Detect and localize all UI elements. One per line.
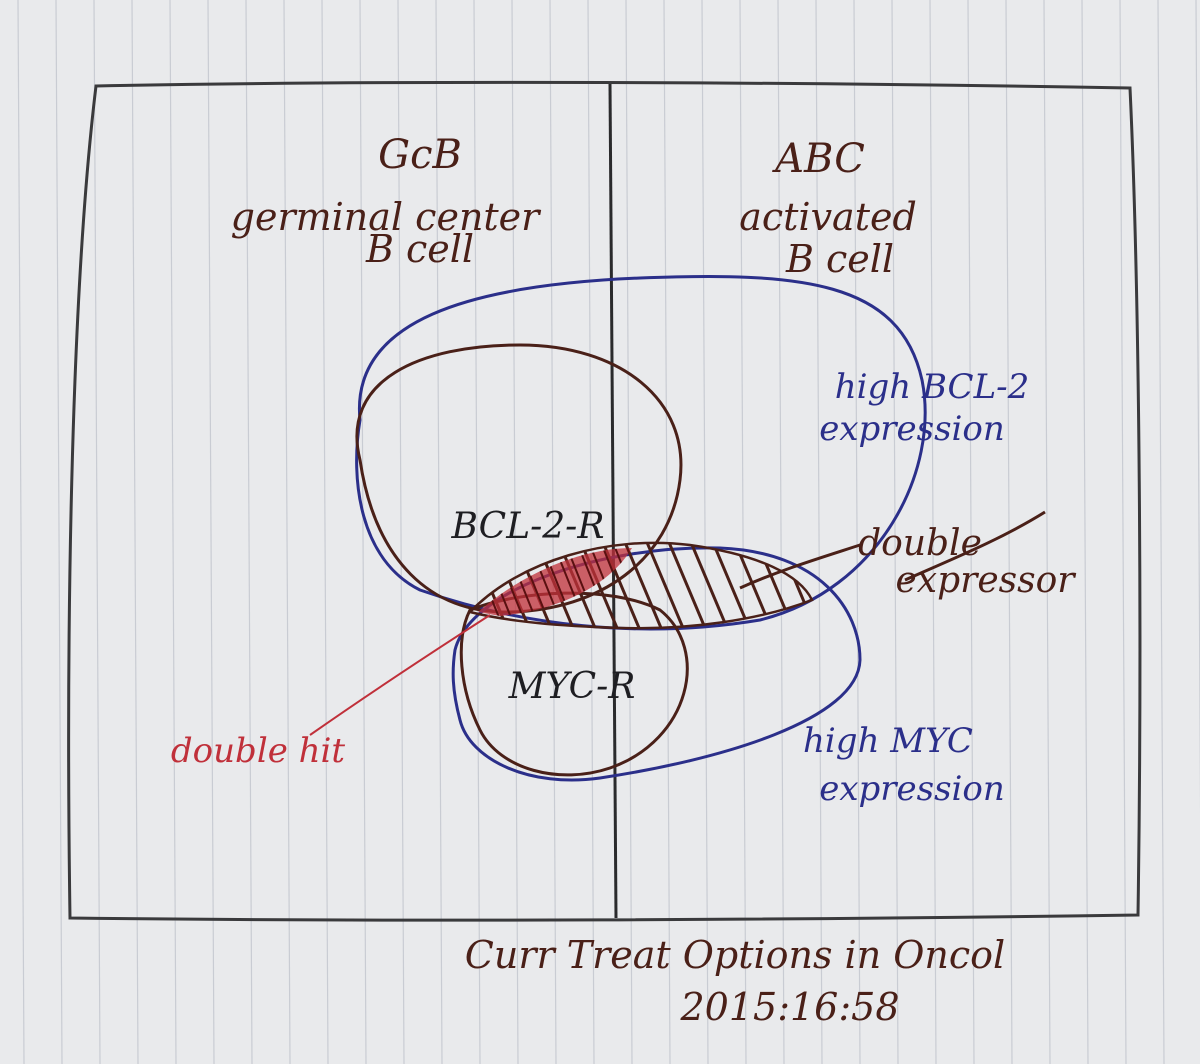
high-myc-label-line1: high MYC <box>803 721 973 761</box>
gcb-title: GcB <box>378 132 462 178</box>
ruled-line <box>1081 0 1089 1064</box>
ruled-line <box>549 0 557 1064</box>
ruled-line <box>131 0 139 1064</box>
pencil-frame <box>67 80 1142 922</box>
citation-year-volume: 2015:16:58 <box>679 985 899 1029</box>
high-bcl2-label-line2: expression <box>819 409 1005 449</box>
ruled-line <box>1157 0 1165 1064</box>
double-expressor-label-line1: double <box>858 523 982 564</box>
ruled-line <box>587 0 595 1064</box>
double-hit-label: double hit <box>171 731 345 771</box>
hatch-stroke <box>644 542 688 629</box>
hatch-stroke <box>688 542 732 629</box>
bcl2-rearranged-circle <box>355 343 683 614</box>
ruled-line <box>739 0 747 1064</box>
ruled-line <box>283 0 291 1064</box>
ruled-line <box>93 0 101 1064</box>
hatch-stroke <box>470 542 512 629</box>
high-bcl2-expression-ellipse <box>355 275 927 631</box>
ruled-line <box>777 0 785 1064</box>
ruled-line <box>511 0 519 1064</box>
ruled-line <box>55 0 63 1064</box>
ruled-line <box>815 0 823 1064</box>
abc-description-line2: B cell <box>785 237 894 281</box>
ruled-line <box>625 0 633 1064</box>
double-expressor-pointer <box>739 543 861 590</box>
ruled-line <box>397 0 405 1064</box>
ruled-line <box>891 0 899 1064</box>
myc-rearranged-circle <box>459 591 689 777</box>
double-expressor-lens-outline <box>467 541 814 630</box>
pencil-divider-line <box>608 83 618 919</box>
ruled-line <box>967 0 975 1064</box>
gcb-description-line2: B cell <box>365 227 474 271</box>
ruled-line <box>701 0 709 1064</box>
gcb-description-line1: germinal center <box>231 195 543 239</box>
bcl2-rearranged-label: BCL-2-R <box>451 506 605 547</box>
abc-title: ABC <box>771 136 865 182</box>
ruled-line <box>663 0 671 1064</box>
ruled-line <box>1119 0 1127 1064</box>
hatch-stroke <box>622 542 666 629</box>
double-hit-pointer <box>309 614 491 736</box>
ruled-line <box>169 0 177 1064</box>
citation-journal: Curr Treat Options in Oncol <box>465 933 1005 977</box>
high-myc-label-line2: expression <box>819 769 1005 809</box>
ruled-lines <box>17 0 1200 1064</box>
ruled-line <box>1195 0 1200 816</box>
hatch-stroke <box>666 542 710 629</box>
ruled-line <box>17 0 25 1064</box>
ruled-line <box>435 0 443 1064</box>
ruled-line <box>207 0 215 1064</box>
double-expressor-label-line2: expressor <box>896 560 1077 601</box>
high-bcl2-label-line1: high BCL-2 <box>835 367 1030 407</box>
ruled-line <box>245 0 253 1064</box>
ruled-line <box>473 0 481 1064</box>
ruled-line <box>359 0 367 1064</box>
ruled-line <box>929 0 937 1064</box>
ruled-line <box>321 0 329 1064</box>
myc-rearranged-label: MYC-R <box>508 666 636 707</box>
hatch-stroke <box>776 542 812 629</box>
ruled-line <box>853 0 861 1064</box>
double-expressor-pointer-tail <box>904 510 1046 582</box>
ruled-line <box>1043 0 1051 1064</box>
abc-description-line1: activated <box>739 195 917 239</box>
